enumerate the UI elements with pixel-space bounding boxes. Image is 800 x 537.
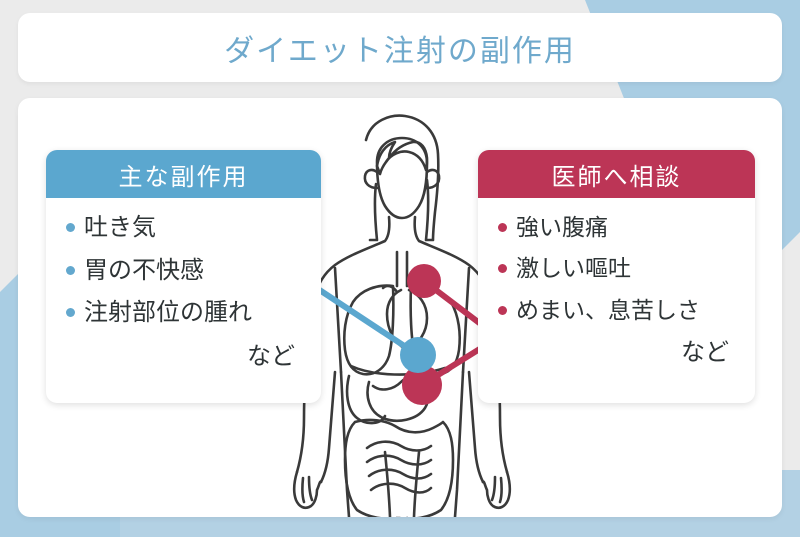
- list-item-label: 注射部位の腫れ: [84, 299, 252, 327]
- panel-consult-doctor: 医師へ相談 強い腹痛 激しい嘔吐 めまい、息苦しさ など: [478, 150, 755, 403]
- panel-right-body: 強い腹痛 激しい嘔吐 めまい、息苦しさ など: [478, 198, 755, 377]
- list-item: 激しい嘔吐: [492, 253, 741, 283]
- stomach: [366, 375, 430, 422]
- panel-left-etc: など: [247, 343, 295, 371]
- small-intestine: [365, 440, 433, 494]
- bullet-dot-icon: [498, 264, 507, 274]
- left-ear: [363, 168, 379, 190]
- main-content-card: 主な副作用 吐き気 胃の不快感 注射部位の腫れ など 医師へ相談 強い腹痛: [18, 98, 782, 517]
- right-arm-inner: [467, 370, 485, 484]
- right-hand: [481, 470, 512, 510]
- left-lung: [342, 284, 395, 376]
- right-leg: [453, 370, 465, 517]
- title-card: ダイエット注射の副作用: [18, 13, 782, 82]
- bullet-dot-icon: [498, 223, 507, 232]
- list-item: 強い腹痛: [492, 212, 741, 242]
- list-item: 吐き気: [60, 212, 307, 244]
- list-item: めまい、息苦しさ: [492, 295, 741, 325]
- left-arm-inner: [319, 370, 337, 484]
- panel-main-side-effects: 主な副作用 吐き気 胃の不快感 注射部位の腫れ など: [46, 150, 321, 403]
- right-ear: [425, 168, 441, 190]
- list-item-label: 吐き気: [84, 214, 156, 241]
- list-item-label: 強い腹痛: [516, 214, 608, 240]
- large-intestine: [343, 418, 455, 517]
- bullet-dot-icon: [66, 223, 75, 232]
- torso-left: [333, 266, 343, 374]
- bullet-dot-icon: [66, 265, 75, 275]
- right-lung: [409, 284, 462, 376]
- list-item-label: めまい、息苦しさ: [516, 296, 700, 323]
- bullet-dot-icon: [66, 308, 75, 318]
- bullet-dot-icon: [498, 305, 507, 315]
- panel-right-etc: など: [681, 339, 729, 367]
- left-hand: [292, 470, 323, 510]
- list-item-label: 胃の不快感: [84, 256, 204, 284]
- trachea: [395, 250, 409, 288]
- list-item-label: 激しい嘔吐: [516, 255, 631, 282]
- list-item: 注射部位の腫れ: [60, 297, 307, 329]
- torso-right: [461, 266, 471, 374]
- bangs: [375, 140, 429, 176]
- crotch-right: [412, 450, 421, 517]
- face-outline: [375, 136, 429, 220]
- panel-right-header: 医師へ相談: [478, 150, 755, 198]
- page-title: ダイエット注射の副作用: [224, 34, 576, 68]
- heart-vessel-2: [411, 285, 431, 294]
- list-item: 胃の不快感: [60, 255, 307, 287]
- panel-left-header: 主な副作用: [46, 150, 321, 198]
- heart-vessel-1: [381, 284, 399, 294]
- panel-left-body: 吐き気 胃の不快感 注射部位の腫れ など: [46, 198, 321, 381]
